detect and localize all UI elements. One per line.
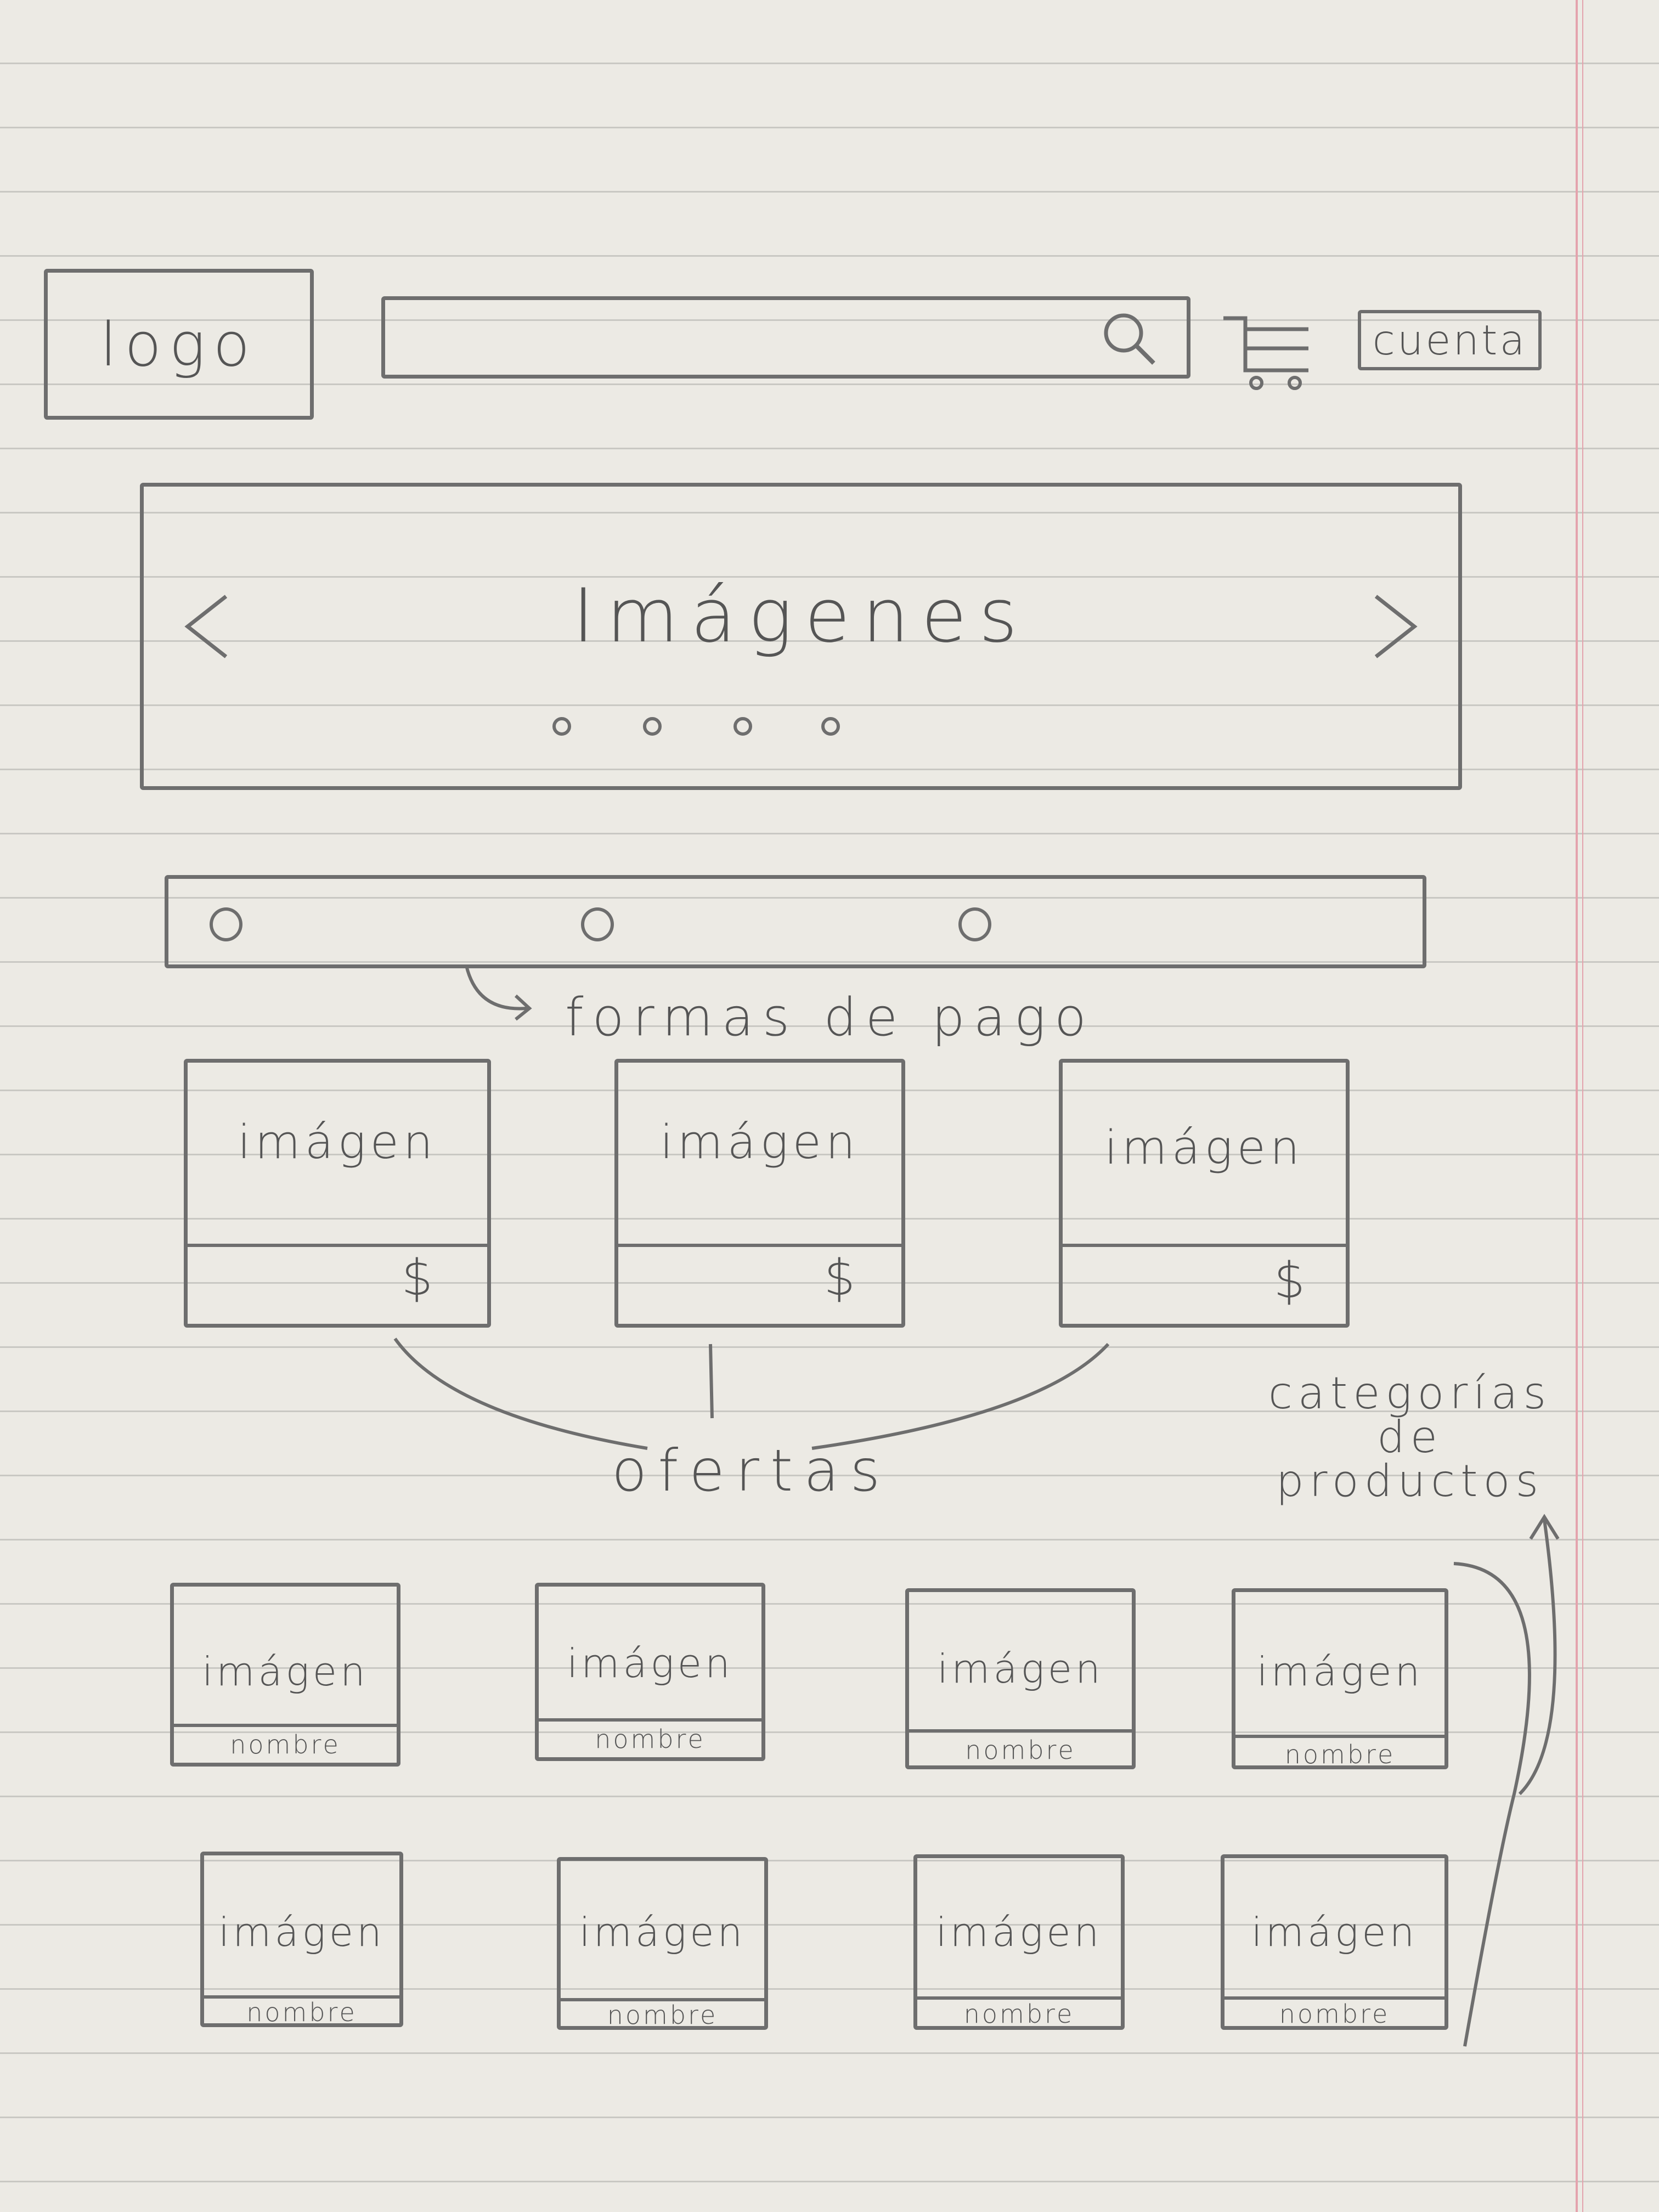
chevron-left-icon[interactable] [182, 591, 232, 662]
payment-methods-bar [165, 875, 1426, 968]
category-image-label: imágen [935, 1909, 1103, 1955]
payment-option[interactable] [581, 907, 614, 941]
offer-image-label: imágen [1104, 1120, 1304, 1175]
category-image-label: imágen [202, 1649, 369, 1695]
account-button[interactable]: cuenta [1358, 310, 1542, 370]
category-card[interactable]: imágen nombre [200, 1852, 403, 2027]
category-image-label: imágen [1256, 1649, 1424, 1695]
category-name: nombre [595, 1724, 706, 1754]
carousel-dot[interactable] [552, 717, 571, 736]
offer-card[interactable]: imágen $ [184, 1059, 491, 1328]
chevron-right-icon[interactable] [1370, 591, 1420, 662]
payment-option[interactable] [210, 907, 242, 941]
cart-icon[interactable] [1218, 313, 1317, 390]
category-card[interactable]: imágen nombre [170, 1583, 400, 1767]
categories-annotation: categorías de productos [1268, 1368, 1552, 1506]
category-image-label: imágen [579, 1909, 746, 1955]
category-name: nombre [1279, 1999, 1390, 2029]
search-icon[interactable] [1099, 308, 1159, 369]
category-card[interactable]: imágen nombre [557, 1857, 768, 2030]
category-image-label: imágen [937, 1646, 1104, 1692]
payment-annotation: formas de pago [565, 988, 1096, 1048]
paper-margin-line [1576, 0, 1578, 2212]
category-image-label: imágen [218, 1909, 385, 1955]
category-name: nombre [607, 2000, 718, 2030]
search-input[interactable] [381, 296, 1190, 379]
category-image-label: imágen [1251, 1909, 1418, 1955]
offer-image-label: imágen [660, 1115, 860, 1170]
carousel-dot[interactable] [821, 717, 840, 736]
offer-price: $ [823, 1249, 863, 1307]
image-carousel[interactable]: Imágenes [140, 483, 1462, 790]
carousel-dot[interactable] [643, 717, 662, 736]
carousel-title: Imágenes [572, 572, 1030, 659]
offer-card[interactable]: imágen $ [1059, 1059, 1350, 1328]
offers-annotation: ofertas [612, 1437, 891, 1504]
category-name: nombre [965, 1735, 1076, 1765]
category-card[interactable]: imágen nombre [905, 1588, 1136, 1769]
account-label: cuenta [1372, 316, 1527, 364]
carousel-dot[interactable] [733, 717, 752, 736]
category-card[interactable]: imágen nombre [535, 1583, 765, 1761]
category-card[interactable]: imágen nombre [913, 1854, 1125, 2030]
payment-option[interactable] [958, 907, 991, 941]
paper-margin-line-2 [1582, 0, 1583, 2212]
offer-price: $ [1273, 1252, 1313, 1310]
annotation-arrow [465, 965, 532, 1021]
category-card[interactable]: imágen nombre [1221, 1854, 1448, 2030]
category-image-label: imágen [567, 1640, 733, 1686]
category-name: nombre [230, 1730, 341, 1759]
logo[interactable]: logo [44, 269, 314, 420]
offers-bracket [393, 1338, 1110, 1450]
offer-price: $ [401, 1249, 441, 1307]
category-name: nombre [963, 1999, 1075, 2029]
category-name: nombre [246, 1997, 357, 2027]
category-name: nombre [1284, 1740, 1396, 1769]
category-card[interactable]: imágen nombre [1232, 1588, 1448, 1769]
offer-card[interactable]: imágen $ [614, 1059, 905, 1328]
categories-bracket [1453, 1514, 1560, 2047]
logo-text: logo [100, 309, 258, 380]
offer-image-label: imágen [238, 1115, 437, 1170]
